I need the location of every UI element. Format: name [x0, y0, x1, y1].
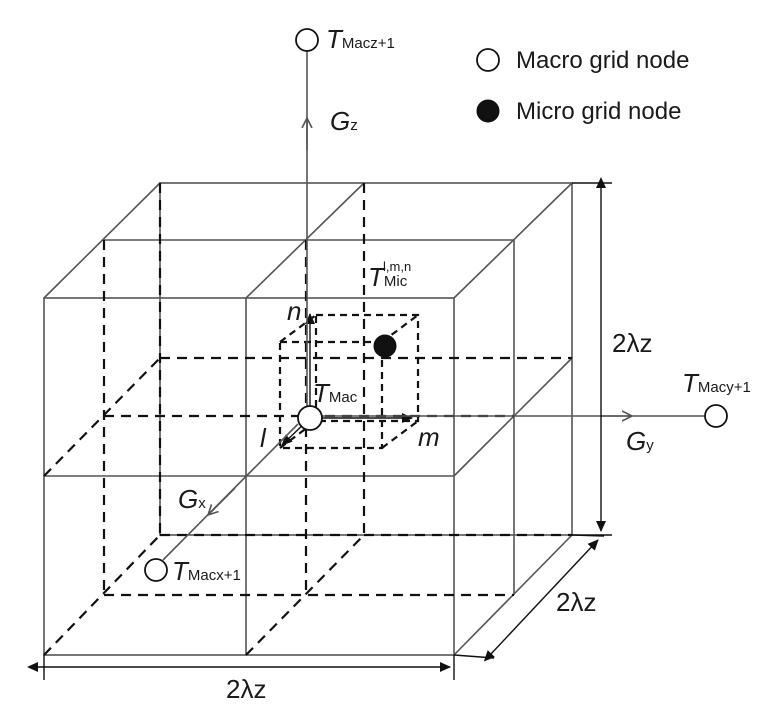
dimension-lines	[27, 177, 612, 680]
legend-micro-icon	[476, 99, 500, 123]
label-l: l	[260, 423, 267, 453]
label-n: n	[287, 296, 301, 326]
label-gy: Gy	[626, 426, 654, 456]
gx-arrow	[208, 487, 236, 515]
label-depth-dim: 2λz	[556, 587, 596, 617]
label-t-z: TMacz+1	[326, 24, 395, 54]
label-vertical-dim: 2λz	[612, 328, 652, 358]
depth-dimension	[483, 539, 599, 662]
macro-node-y	[704, 404, 728, 428]
legend-macro-icon	[476, 48, 500, 72]
micro-cell	[278, 313, 420, 450]
cube-edge-bl-hidden	[43, 534, 161, 656]
label-t-y: TMacy+1	[682, 368, 751, 398]
label-t-micro-sup: l,m,n	[383, 259, 411, 274]
macro-node-z	[295, 28, 319, 52]
label-m: m	[418, 422, 440, 452]
legend: Macro grid node Micro grid node	[476, 47, 689, 125]
micro-node	[373, 334, 397, 358]
global-axes	[162, 50, 705, 561]
label-gx: Gx	[178, 484, 206, 514]
label-bottom-dim: 2λz	[226, 674, 266, 704]
macro-node-center	[297, 405, 323, 431]
label-t-center: TMac	[313, 378, 358, 408]
cube-edge-tl	[43, 182, 161, 299]
label-t-micro: TMic	[368, 262, 408, 292]
label-gz: Gz	[330, 106, 358, 136]
legend-macro-label: Macro grid node	[516, 47, 689, 74]
label-t-x: TMacx+1	[172, 556, 241, 586]
macro-node-x	[144, 558, 168, 582]
legend-micro-label: Micro grid node	[516, 98, 681, 125]
